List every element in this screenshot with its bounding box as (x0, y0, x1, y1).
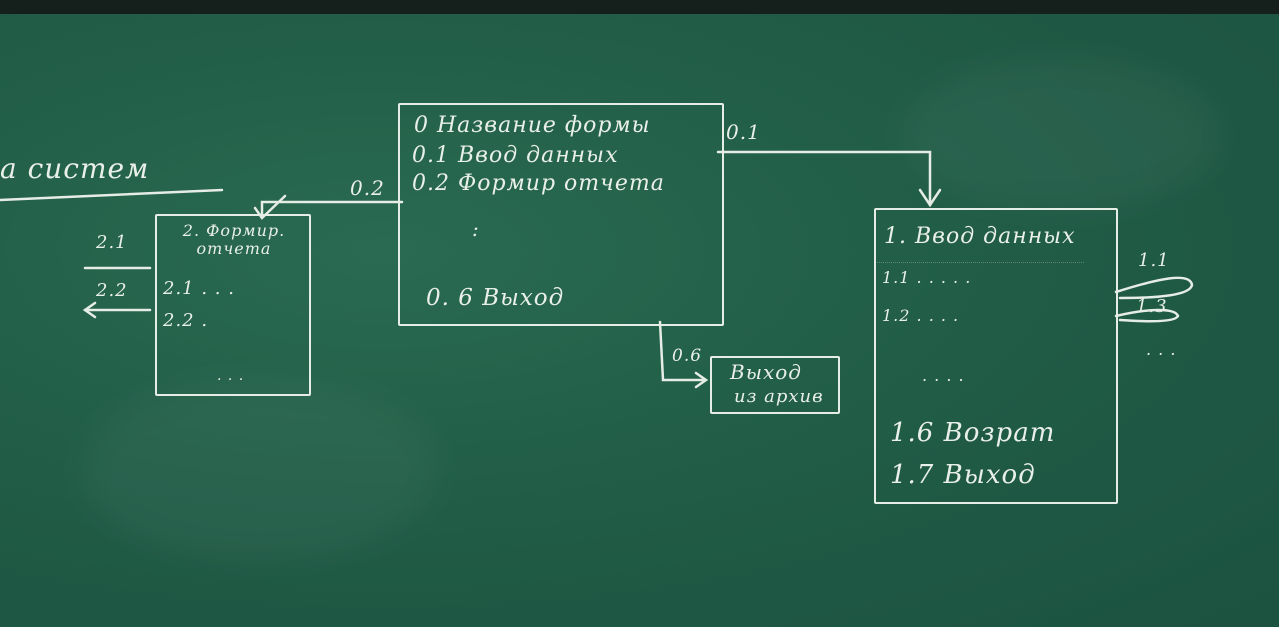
main-item: : (472, 217, 480, 241)
header-text: а систем (0, 152, 150, 185)
main-item: 0.2 Формир отчета (412, 171, 665, 196)
chalk-smudge (80, 380, 440, 560)
data-divider (874, 262, 1084, 263)
data-item: 1.1 . . . . . (882, 268, 972, 287)
report-box: 2. Формир. отчета 2.1 . . . 2.2 . . . . (155, 214, 311, 396)
report-title: 2. Формир. отчета (182, 221, 286, 258)
report-item: 2.2 . (163, 310, 209, 331)
exit-line: из архив (734, 386, 824, 407)
data-item: . . . . (922, 366, 965, 385)
data-title: 1. Ввод данных (884, 224, 1076, 249)
link-label: 0.2 (350, 176, 385, 200)
main-box: 0 Название формы 0.1 Ввод данных 0.2 Фор… (398, 103, 724, 326)
link-label: 0.6 (672, 346, 703, 366)
exit-box: Выход из архив (710, 356, 840, 414)
data-box: 1. Ввод данных 1.1 . . . . . 1.2 . . . .… (874, 208, 1118, 504)
main-item: 0 Название формы (414, 113, 651, 138)
main-item: 0.1 Ввод данных (412, 143, 619, 168)
report-item: . . . (217, 368, 245, 384)
data-item: 1.2 . . . . (882, 306, 960, 325)
report-item: 2.1 . . . (163, 278, 235, 299)
report-out-label: 2.1 (96, 232, 128, 253)
side-label: . . . (1146, 340, 1177, 359)
report-out-label: 2.2 (96, 280, 128, 301)
side-label: 1.1 (1138, 250, 1170, 271)
exit-line: Выход (730, 360, 802, 384)
main-item: 0. 6 Выход (426, 285, 565, 311)
data-item: 1.6 Возрат (890, 418, 1056, 448)
link-label: 0.1 (726, 120, 761, 144)
data-item: 1.7 Выход (890, 460, 1036, 490)
board-frame-top (0, 0, 1279, 14)
side-label: 1.3 (1136, 296, 1168, 317)
chalk-smudge (900, 60, 1220, 210)
